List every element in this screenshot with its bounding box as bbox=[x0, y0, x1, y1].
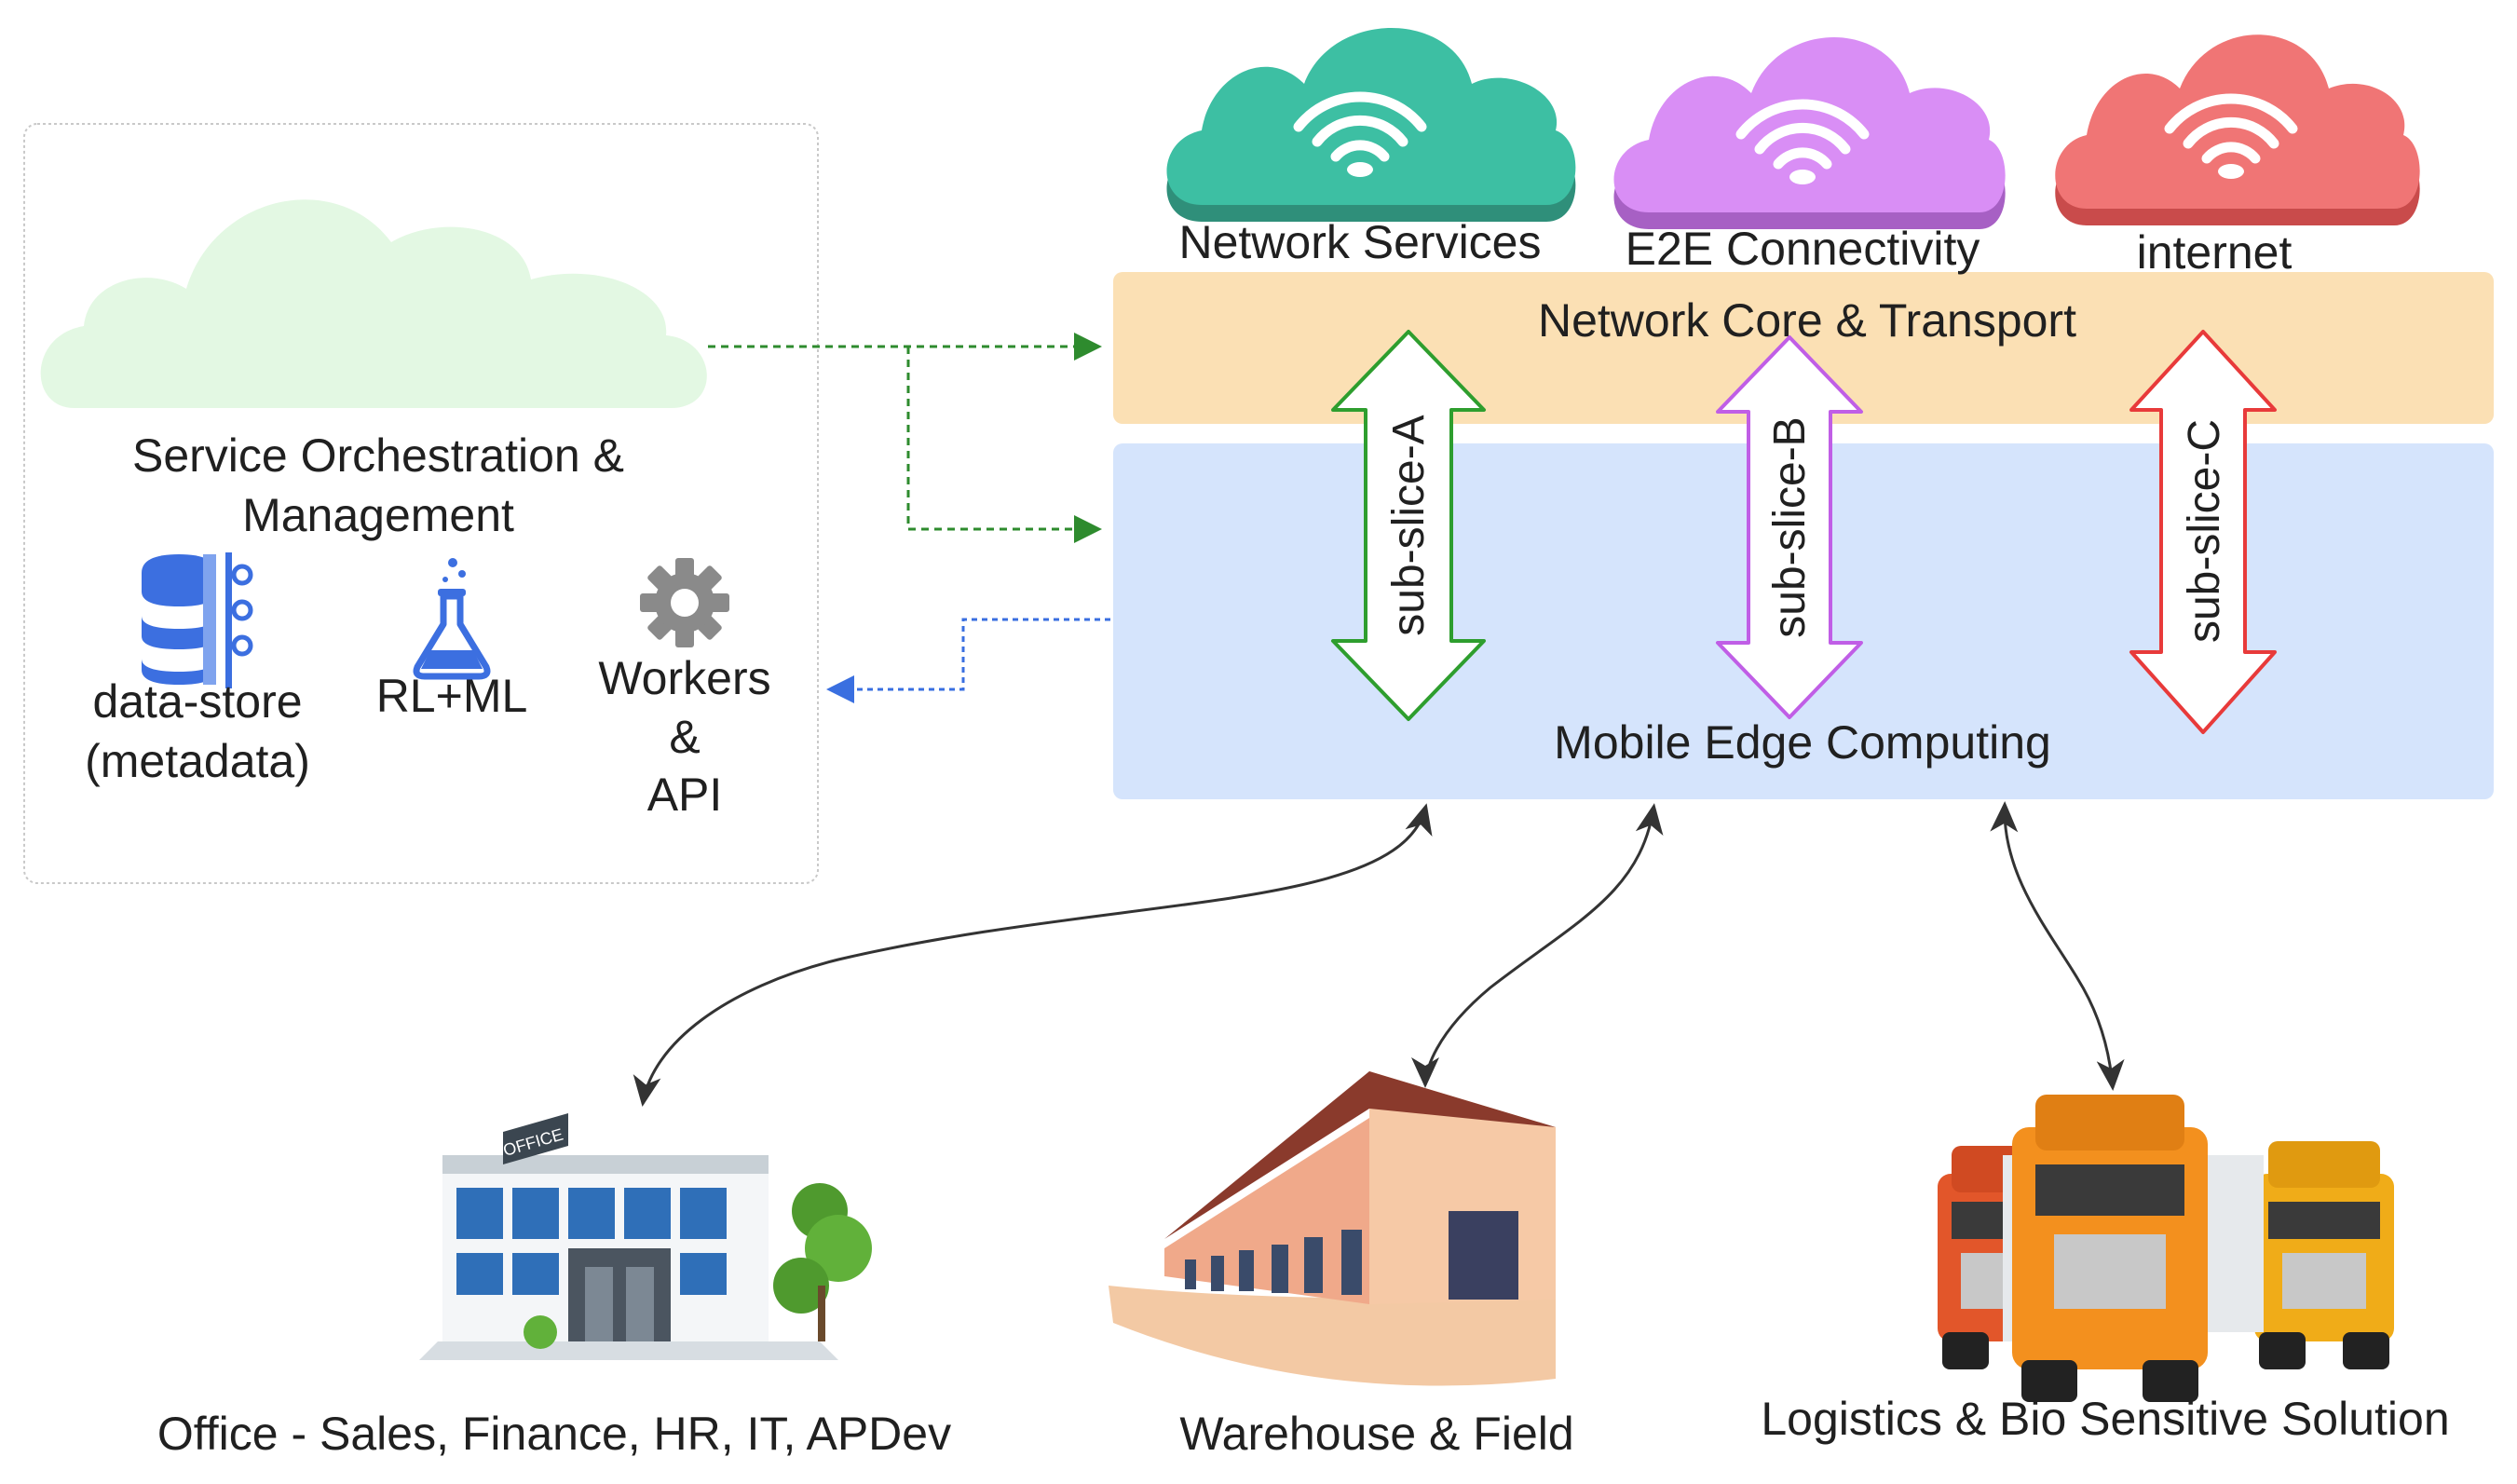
rlml-label: RL+ML bbox=[376, 670, 528, 722]
warehouse-image bbox=[1109, 1071, 1556, 1386]
office-building-image: OFFICE bbox=[419, 1113, 872, 1360]
office-label: Office - Sales, Finance, HR, IT, APDev bbox=[157, 1408, 951, 1460]
datastore-sublabel: (metadata) bbox=[85, 735, 310, 787]
orchestration-title-line1: Service Orchestration & bbox=[132, 429, 624, 482]
network-core-label: Network Core & Transport bbox=[1538, 294, 2076, 347]
orchestration-to-network-connector bbox=[708, 333, 1102, 543]
database-icon bbox=[142, 552, 253, 688]
sub-slice-a-arrow: sub-slice-A bbox=[1331, 330, 1486, 721]
warehouse-label: Warehouse & Field bbox=[1179, 1408, 1573, 1460]
workers-label: Workers bbox=[598, 652, 770, 704]
network-services-label: Network Services bbox=[1179, 216, 1542, 268]
flask-icon bbox=[413, 558, 491, 680]
orchestration-cloud bbox=[40, 199, 707, 408]
api-label: API bbox=[647, 769, 723, 821]
sub-slice-b-arrow: sub-slice-B bbox=[1716, 335, 1863, 719]
e2e-connectivity-cloud bbox=[1613, 37, 2006, 229]
workers-amp-label: & bbox=[669, 711, 700, 763]
logistics-label: Logistics & Bio Sensitive Solution bbox=[1761, 1393, 2449, 1445]
trucks-image bbox=[1938, 1095, 2394, 1402]
truck-right bbox=[2208, 1141, 2394, 1369]
sub-slice-a-label: sub-slice-A bbox=[1384, 415, 1434, 635]
gear-icon bbox=[640, 558, 729, 647]
e2e-connectivity-label: E2E Connectivity bbox=[1626, 223, 1980, 275]
warehouse-connector bbox=[1411, 803, 1664, 1088]
mec-label: Mobile Edge Computing bbox=[1554, 716, 2051, 769]
logistics-connector bbox=[1990, 801, 2125, 1091]
office-connector bbox=[633, 803, 1433, 1107]
mec-to-orchestration-connector bbox=[826, 618, 1110, 703]
truck-center bbox=[2003, 1095, 2208, 1402]
internet-cloud bbox=[2055, 34, 2420, 225]
sub-slice-c-arrow: sub-slice-C bbox=[2129, 330, 2277, 734]
sub-slice-b-label: sub-slice-B bbox=[1765, 416, 1815, 637]
internet-label: internet bbox=[2137, 226, 2293, 279]
sub-slice-c-label: sub-slice-C bbox=[2180, 419, 2229, 643]
datastore-label: data-store bbox=[92, 675, 302, 728]
network-services-cloud bbox=[1166, 28, 1576, 222]
orchestration-title-line2: Management bbox=[242, 489, 514, 541]
